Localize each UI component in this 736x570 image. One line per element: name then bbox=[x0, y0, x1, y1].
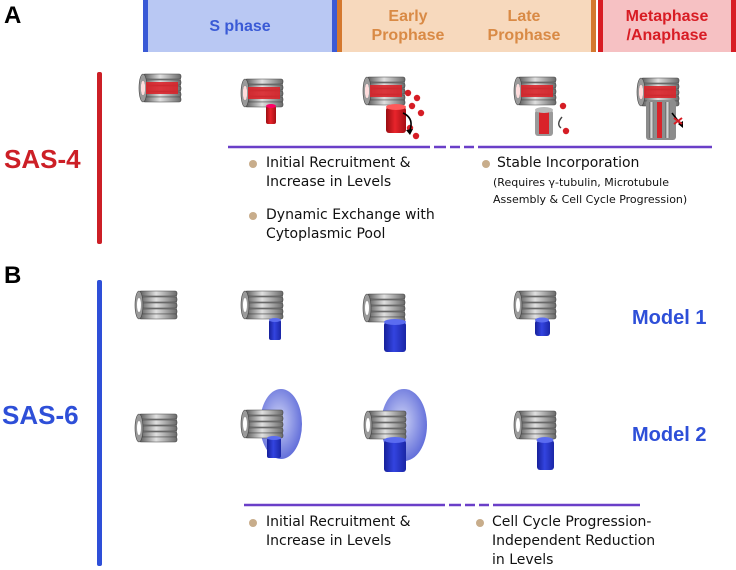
sas4-bullet3-dot bbox=[482, 160, 490, 168]
sas4-label: SAS-4 bbox=[4, 144, 81, 174]
sas4-bullet3-detail: (Requires γ-tubulin, Microtubule Assembl… bbox=[493, 174, 687, 208]
sas4-bar bbox=[97, 72, 102, 244]
sas6-bullet2-dot bbox=[476, 519, 484, 527]
sas4-bullet2-dot bbox=[249, 212, 257, 220]
metaphase-line1: Metaphase bbox=[625, 8, 709, 25]
sas4-bullet1: Initial Recruitment & Increase in Levels bbox=[266, 154, 411, 192]
late-prophase-label: Late Prophase bbox=[464, 7, 584, 45]
sas4-bullet2-line1: Dynamic Exchange with bbox=[266, 207, 435, 223]
sas4-bullet1-line2: Increase in Levels bbox=[266, 174, 392, 190]
sas6-bar bbox=[97, 280, 102, 566]
panel-b-label: B bbox=[4, 262, 22, 289]
metaphase-box bbox=[598, 0, 736, 52]
sas6-bullet1-dot bbox=[249, 519, 257, 527]
sas6-bullet1: Initial Recruitment & Increase in Levels bbox=[266, 513, 411, 551]
late-prophase-line2: Prophase bbox=[487, 27, 561, 44]
sas6-bullet2-line1: Cell Cycle Progression- bbox=[492, 514, 652, 530]
s-phase-box: S phase bbox=[143, 0, 337, 52]
sas6-bullet2-line3: in Levels bbox=[492, 552, 554, 568]
late-prophase-line1: Late bbox=[507, 8, 541, 25]
model-2-label: Model 2 bbox=[632, 424, 707, 446]
sas6-label: SAS-6 bbox=[2, 400, 79, 430]
sas6-bullet1-line1: Initial Recruitment & bbox=[266, 514, 411, 530]
sas6-bullet2: Cell Cycle Progression- Independent Redu… bbox=[492, 513, 655, 570]
early-prophase-line2: Prophase bbox=[371, 27, 445, 44]
metaphase-label: Metaphase /Anaphase bbox=[603, 7, 731, 45]
sas4-bullet2-line2: Cytoplasmic Pool bbox=[266, 226, 386, 242]
sas4-bullet3-detail-line1: (Requires γ-tubulin, Microtubule bbox=[493, 176, 669, 189]
sas4-bullet2: Dynamic Exchange with Cytoplasmic Pool bbox=[266, 206, 435, 244]
sas4-bullet3: Stable Incorporation bbox=[497, 155, 640, 171]
model-1-label: Model 1 bbox=[632, 307, 707, 329]
sas4-bullet3-detail-line2: Assembly & Cell Cycle Progression) bbox=[493, 193, 688, 206]
panel-a-label: A bbox=[4, 2, 22, 29]
s-phase-label: S phase bbox=[209, 17, 271, 35]
prophase-box bbox=[337, 0, 596, 52]
metaphase-line2: /Anaphase bbox=[626, 27, 708, 44]
sas4-bullet1-line1: Initial Recruitment & bbox=[266, 155, 411, 171]
sas4-bullet1-dot bbox=[249, 160, 257, 168]
sas6-bullet2-line2: Independent Reduction bbox=[492, 533, 656, 549]
early-prophase-label: Early Prophase bbox=[348, 7, 468, 45]
early-prophase-line1: Early bbox=[388, 8, 428, 25]
sas6-bullet1-line2: Increase in Levels bbox=[266, 533, 392, 549]
